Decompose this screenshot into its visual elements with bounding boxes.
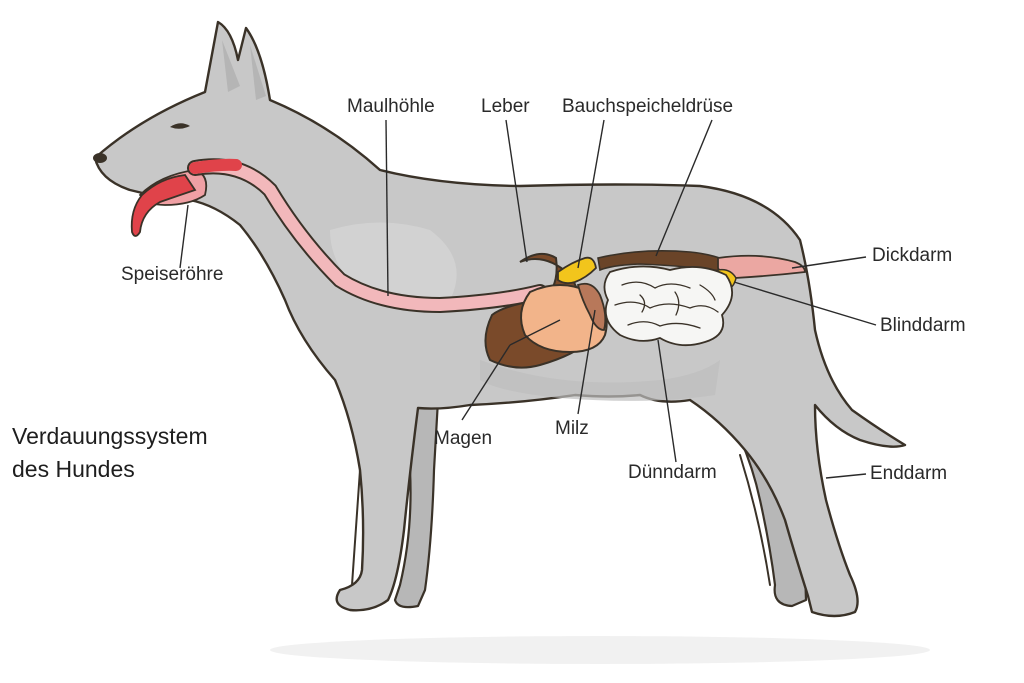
title-line-2: des Hundes bbox=[12, 456, 135, 482]
leader-lines bbox=[179, 119, 877, 479]
leader-dickdarm bbox=[791, 256, 867, 269]
nose bbox=[93, 153, 107, 163]
ear-inner-back bbox=[250, 45, 266, 100]
leader-enddarm bbox=[825, 473, 867, 479]
label-dickdarm: Dickdarm bbox=[872, 245, 953, 266]
diagram-title: Verdauungssystem des Hundes bbox=[12, 420, 208, 486]
leader-duenndarm bbox=[657, 339, 677, 463]
label-bauchspeicheldruese: Bauchspeicheldrüse bbox=[562, 96, 734, 117]
label-duenndarm: Dünndarm bbox=[628, 462, 717, 483]
small-intestine-folds bbox=[614, 281, 719, 329]
title-line-1: Verdauungssystem bbox=[12, 423, 208, 449]
label-maulhoehle: Maulhöhle bbox=[347, 96, 435, 117]
label-leber: Leber bbox=[481, 96, 530, 117]
label-milz: Milz bbox=[555, 418, 589, 439]
label-magen: Magen bbox=[434, 428, 493, 449]
label-enddarm: Enddarm bbox=[870, 463, 948, 484]
ear-inner bbox=[222, 40, 240, 92]
leader-magen-2 bbox=[509, 319, 561, 346]
leader-leber bbox=[505, 119, 528, 263]
belly-shading bbox=[480, 360, 720, 401]
leader-bauchspeicheldruese-2 bbox=[655, 119, 713, 257]
leader-bauchspeicheldruese bbox=[577, 119, 605, 269]
leader-speiseroehre bbox=[179, 204, 189, 269]
ground-shadow bbox=[270, 636, 930, 664]
leader-maulhoehle bbox=[385, 119, 389, 297]
tongue bbox=[130, 174, 197, 237]
eye bbox=[170, 123, 190, 129]
esophagus-fill bbox=[189, 160, 546, 312]
leg-details bbox=[351, 454, 771, 586]
pancreas bbox=[557, 256, 597, 285]
spleen bbox=[576, 282, 607, 331]
small-intestine bbox=[603, 265, 733, 347]
leader-magen bbox=[461, 344, 511, 421]
label-speiseroehre: Speiseröhre bbox=[121, 264, 224, 285]
leader-blinddarm bbox=[733, 281, 877, 326]
esophagus-upper bbox=[189, 158, 242, 174]
label-blinddarm: Blinddarm bbox=[880, 315, 966, 336]
leader-milz bbox=[577, 309, 596, 415]
